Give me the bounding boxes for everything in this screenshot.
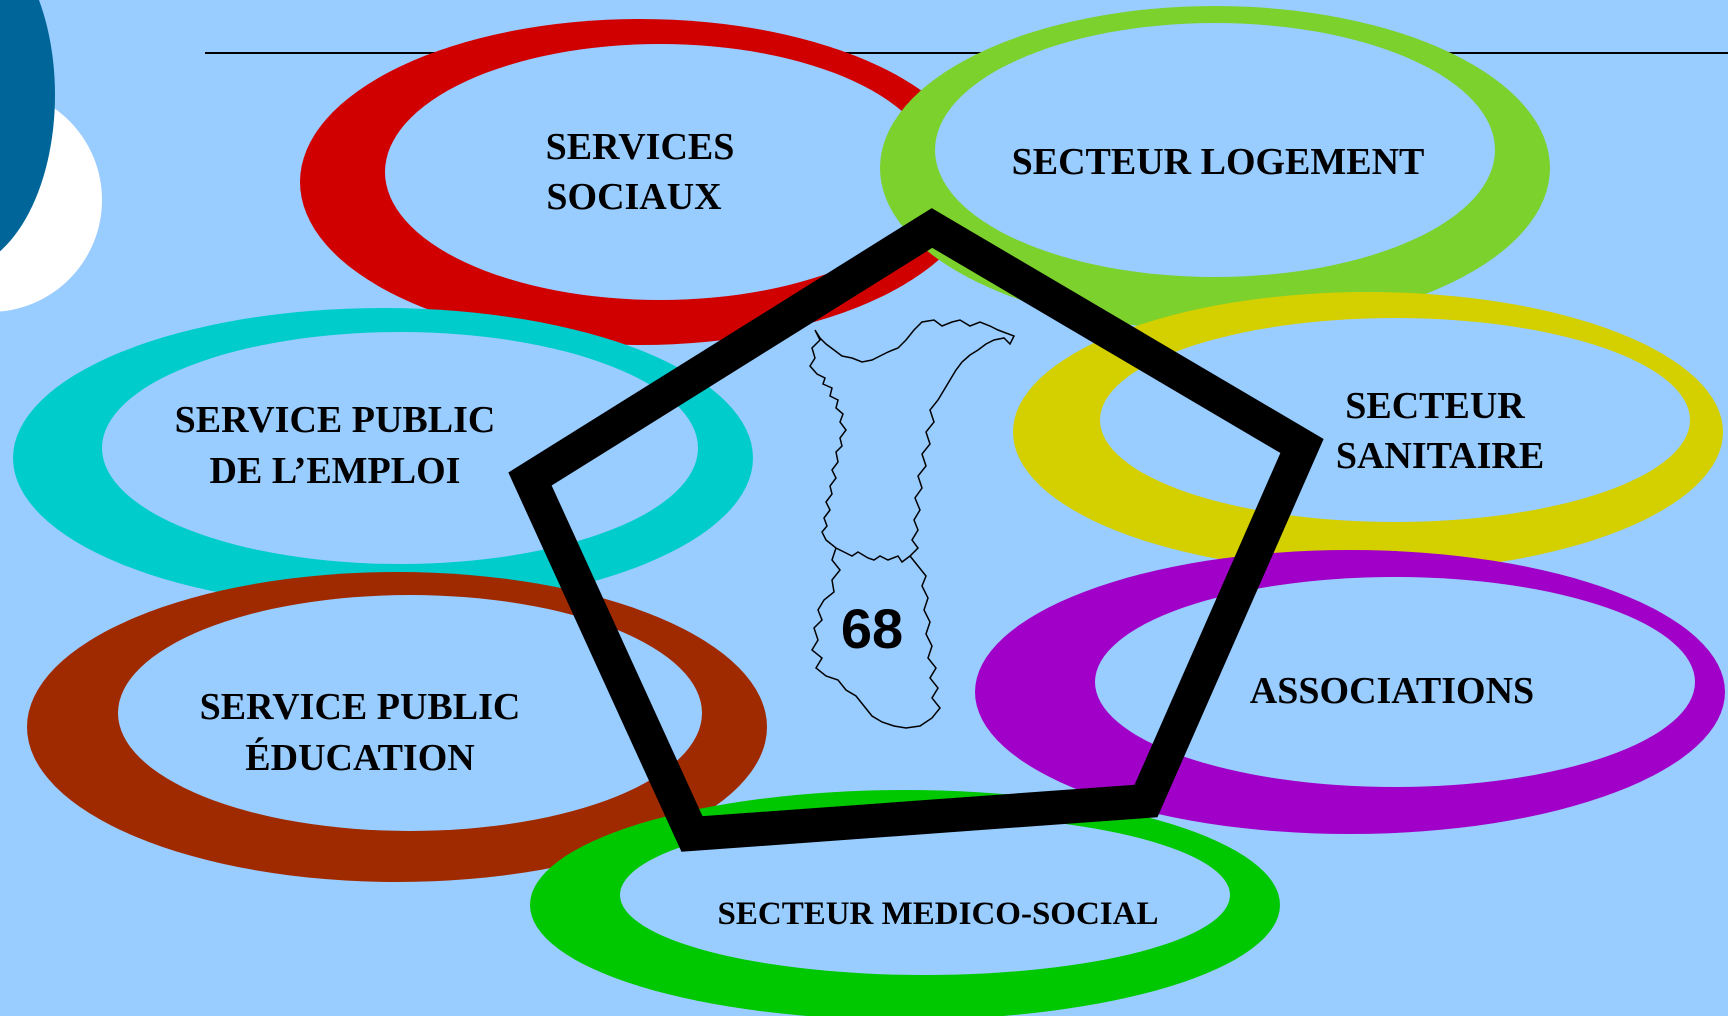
ring-services-sociaux (300, 19, 980, 345)
label-secteur-sanitaire: SECTEUR SANITAIRE (1336, 385, 1544, 477)
label-secteur-medico-social: SECTEUR MEDICO-SOCIAL (718, 896, 1159, 932)
label-associations-line-1: ASSOCIATIONS (1250, 670, 1534, 712)
label-secteur-logement-line-1: SECTEUR LOGEMENT (1012, 141, 1425, 183)
ring-service-public-education (27, 572, 767, 882)
label-service-public-education: SERVICE PUBLIC ÉDUCATION (200, 686, 521, 779)
label-service-public-emploi-line-1: SERVICE PUBLIC (175, 399, 496, 441)
pentagon-frame (508, 208, 1324, 852)
alsace-map-outline (809, 319, 1016, 729)
label-services-sociaux-line-2: SOCIAUX (546, 176, 721, 218)
decorative-blue-shape (0, 0, 55, 252)
label-services-sociaux: SERVICES SOCIAUX (546, 126, 735, 218)
label-secteur-sanitaire-line-2: SANITAIRE (1336, 435, 1544, 477)
label-associations: ASSOCIATIONS (1250, 670, 1534, 712)
label-service-public-emploi: SERVICE PUBLIC DE L’EMPLOI (175, 399, 496, 492)
label-service-public-education-line-2: ÉDUCATION (245, 737, 474, 779)
label-secteur-logement: SECTEUR LOGEMENT (1012, 141, 1425, 183)
department-number: 68 (841, 597, 903, 660)
label-service-public-emploi-line-2: DE L’EMPLOI (210, 450, 461, 492)
label-services-sociaux-line-1: SERVICES (546, 126, 735, 168)
label-secteur-medico-social-line-1: SECTEUR MEDICO-SOCIAL (718, 896, 1159, 932)
label-service-public-education-line-1: SERVICE PUBLIC (200, 686, 521, 728)
bas-rhin-outline (809, 319, 1016, 564)
ring-secteur-logement (880, 6, 1550, 330)
haut-rhin-outline (811, 547, 941, 729)
label-secteur-sanitaire-line-1: SECTEUR (1345, 385, 1525, 427)
